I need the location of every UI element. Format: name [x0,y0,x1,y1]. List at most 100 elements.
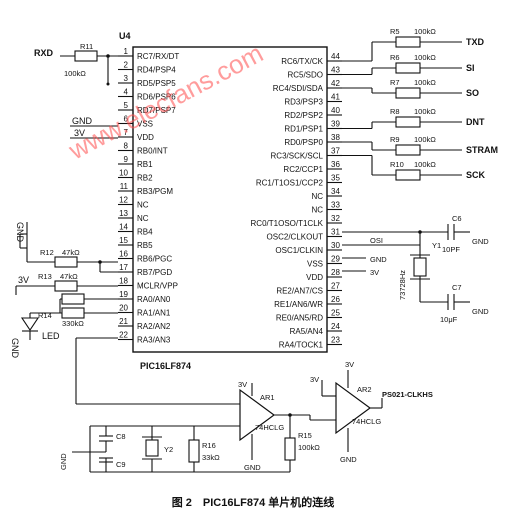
right-pin-name: RD3/PSP3 [284,98,323,107]
chip-ref: U4 [119,31,131,41]
resistor-value: 100kΩ [414,27,436,36]
right-pin-name: RD0/PSP0 [284,138,323,147]
crystal-y2-icon [145,439,159,457]
left-pin-number: 16 [119,250,128,259]
r14-value: 330kΩ [62,319,84,328]
right-pin-name: RD2/PSP2 [284,111,323,120]
right-pin-name: RA4/TOCK1 [279,341,324,350]
right-pin-number: 31 [331,228,340,237]
vss-gnd-label: GND [72,116,93,126]
left-pin-name: VDD [137,133,154,142]
r13-label: R13 [38,272,52,281]
right-pin-number: 35 [331,174,340,183]
left-pin-name: RB3/PGM [137,187,173,196]
r15-resistor [284,437,296,461]
ar2-amplifier-icon [335,381,372,435]
right-pin-number: 28 [331,268,340,277]
c7-value: 10μF [440,315,458,324]
ar2-output-label: PS021-CLKHS [382,390,433,399]
r11-resistor [74,50,98,62]
right-pin-number: 44 [331,52,340,61]
right-pin-group: 44RC6/TX/CK43RC5/SDO42RC4/SDI/SDA41RD3/P… [251,52,342,350]
button-gnd-label: GND [15,222,25,243]
r16-label: R16 [202,441,216,450]
r16-value: 33kΩ [202,453,220,462]
resistor-value: 100kΩ [414,107,436,116]
series-resistor [395,87,421,99]
ar2-gnd-label: GND [340,455,357,464]
left-pin-name: RB2 [137,174,153,183]
left-pin-name: RB0/INT [137,147,168,156]
resistor-value: 100kΩ [414,160,436,169]
left-pin-name: NC [137,214,149,223]
r12-resistor [54,256,78,268]
right-pin-name: RC4/SDI/SDA [273,84,324,93]
right-pin-number: 23 [331,336,340,345]
left-pin-number: 5 [124,101,129,110]
mclr-pullup: 3V R13 47kΩ [15,272,118,295]
series-resistor [395,62,421,74]
signal-label: DNT [466,117,485,127]
ar2-label: AR2 [357,385,372,394]
r15-label: R15 [298,431,312,440]
left-pin-number: 9 [124,155,129,164]
led-circuit: R14 330kΩ GND LED [10,293,118,359]
led-icon [20,317,40,331]
right-pin-number: 37 [331,147,340,156]
right-pin-name: RE1/AN6/WR [274,300,323,309]
left-pin-number: 4 [124,88,129,97]
c6-label: C6 [452,214,462,223]
rxd-label: RXD [34,48,54,58]
left-pin-number: 15 [119,236,128,245]
left-pin-name: MCLR/VPP [137,282,178,291]
left-pin-name: RD6/PSP6 [137,93,176,102]
right-pin-number: 40 [331,106,340,115]
right-pin-name: RD1/PSP1 [284,125,323,134]
right-pin-name: RC3/SCK/SCL [271,152,324,161]
left-pin-name: RB7/PGD [137,268,172,277]
left-pin-name: RA1/AN1 [137,309,171,318]
left-pin-name: RC7/RX/DT [137,52,179,61]
signal-label: STRAM [466,145,498,155]
ar1-amplifier-icon [239,388,276,442]
ar1-part: 74HCLG [255,423,284,432]
left-pin-name: RA3/AN3 [137,336,171,345]
right-pin-number: 43 [331,66,340,75]
left-pin-name: RB5 [137,241,153,250]
resistor-value: 100kΩ [414,135,436,144]
vdd-3v-label: 3V [74,128,85,138]
ar1-label: AR1 [260,393,275,402]
resistor-ref: R9 [390,135,400,144]
right-pin-name: RC2/CCP1 [283,165,323,174]
right-pin-name: RE0/AN5/RD [276,314,323,323]
clock-circuit: AR1 3V 74HCLG GND C8 C9 GND Y2 R16 33kΩ [59,337,433,473]
left-pin-number: 8 [124,142,129,151]
crystal-y1-icon [413,257,427,277]
series-resistor [395,116,421,128]
left-pin-name: NC [137,201,149,210]
signal-label: SCK [466,170,486,180]
led-label: LED [42,331,60,341]
resistor-ref: R10 [390,160,404,169]
left-pin-number: 18 [119,277,128,286]
c9-label: C9 [116,460,126,469]
resistor-ref: R7 [390,78,400,87]
left-pin-number: 17 [119,263,128,272]
power-pins: GND 3V [70,116,118,139]
right-pin-number: 33 [331,201,340,210]
right-pin-name: RC1/T1OS1/CCP2 [256,179,324,188]
right-pin-name: RC0/T1OSO/T1CLK [251,219,324,228]
right-pin-name: RC5/SDO [287,71,323,80]
ar2-supply: 3V [345,360,354,369]
r13-value: 47kΩ [60,272,78,281]
reset-button-circuit: GND R12 47kΩ [15,222,118,273]
left-pin-number: 13 [119,209,128,218]
right-pin-name: VDD [306,273,323,282]
signal-label: SI [466,63,475,73]
left-pin-name: RB1 [137,160,153,169]
r12-value: 47kΩ [62,248,80,257]
c6-gnd-label: GND [472,237,489,246]
right-pin-number: 38 [331,133,340,142]
